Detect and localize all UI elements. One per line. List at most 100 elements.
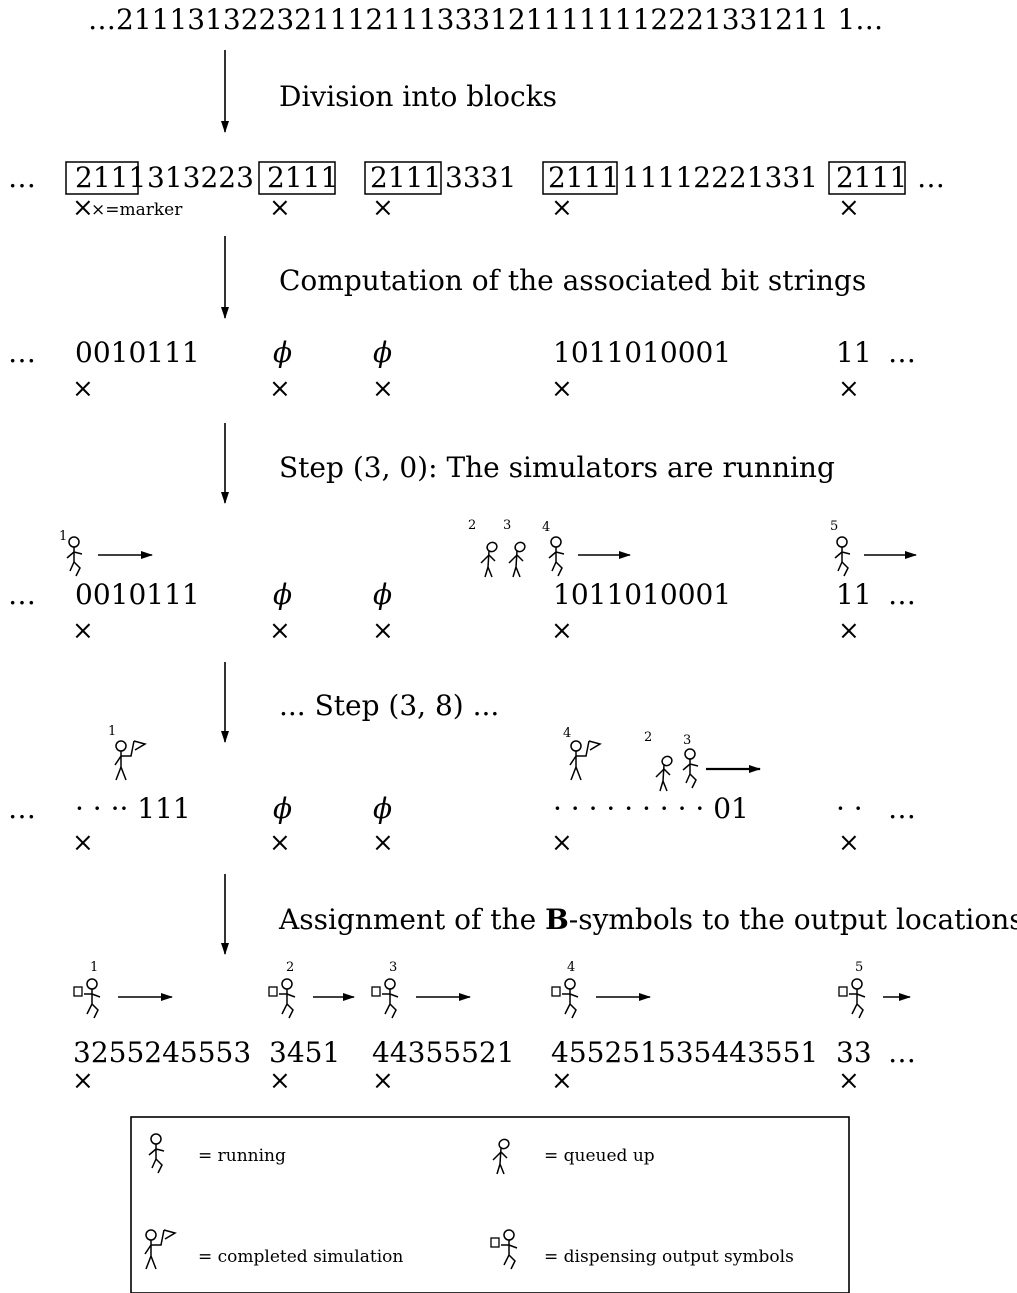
output-row: 1 2 3 4 5 3255245553 3451 44355521 45525… — [72, 960, 916, 1096]
bits-5: 11 — [836, 336, 872, 369]
marker-box-2 — [258, 161, 336, 195]
fig-num-5: 5 — [830, 519, 838, 534]
fig-num-1c: 1 — [90, 960, 98, 975]
bits-cross-3: × — [372, 374, 394, 404]
step30-cross-5: × — [838, 616, 860, 646]
cross-1: × — [72, 193, 94, 223]
marker-box-5 — [828, 161, 906, 195]
output-trailing-dots: … — [888, 1036, 916, 1069]
block-seg-4: 11112221331 — [622, 161, 818, 194]
legend-completed-label: = completed simulation — [198, 1247, 403, 1267]
legend: = running = queued up = completed simula… — [130, 1116, 850, 1293]
cross-3: × — [372, 193, 394, 223]
step38-bits-2: ϕ — [273, 792, 292, 825]
blocks-row: … 2111 313223 2111 2111 3331 2111 111122… — [8, 161, 945, 223]
marker-box-4 — [542, 161, 618, 195]
legend-box — [130, 1116, 850, 1293]
marker-2: 2111 — [267, 161, 338, 194]
legend-dispensing-label: = dispensing output symbols — [544, 1247, 794, 1267]
output-cross-1: × — [72, 1066, 94, 1096]
output-1: 3255245553 — [73, 1036, 251, 1069]
step38-bits-1: · · ·· 111 — [75, 792, 191, 825]
dispensing-figure-icon — [268, 978, 296, 1019]
output-cross-4: × — [551, 1066, 573, 1096]
cross-2: × — [269, 193, 291, 223]
marker-3: 2111 — [370, 161, 441, 194]
fig-num-2b: 2 — [644, 730, 652, 745]
legend-completed-icon — [144, 1229, 176, 1270]
step30-trailing-dots: … — [888, 578, 916, 611]
stage-step38-label: ... Step (3, 8) ... — [279, 689, 499, 722]
step38-cross-2: × — [269, 828, 291, 858]
step30-cross-2: × — [269, 616, 291, 646]
fig-num-4b: 4 — [563, 726, 571, 741]
bits-row: … 0010111 ϕ ϕ 1011010001 11 … × × × × × — [8, 336, 916, 404]
fig-num-2c: 2 — [286, 960, 294, 975]
output-3: 44355521 — [372, 1036, 515, 1069]
output-5: 33 — [836, 1036, 872, 1069]
bits-cross-1: × — [72, 374, 94, 404]
legend-queued-icon — [492, 1136, 512, 1175]
output-cross-3: × — [372, 1066, 394, 1096]
bits-4: 1011010001 — [553, 336, 731, 369]
step30-cross-3: × — [372, 616, 394, 646]
top-sequence: …211131322321112111333121111111222133121… — [88, 3, 883, 36]
step38-trailing-dots: … — [888, 792, 916, 825]
step30-cross-4: × — [551, 616, 573, 646]
queued-figure-icon — [655, 753, 675, 792]
legend-queued-label: = queued up — [544, 1146, 655, 1166]
cross-5: × — [838, 193, 860, 223]
running-figure-icon — [66, 536, 83, 577]
output-cross-2: × — [269, 1066, 291, 1096]
marker-box-1 — [65, 161, 139, 195]
stage-division-label: Division into blocks — [279, 80, 557, 113]
step38-cross-4: × — [551, 828, 573, 858]
step38-cross-1: × — [72, 828, 94, 858]
bits-1: 0010111 — [75, 336, 200, 369]
bits-cross-5: × — [838, 374, 860, 404]
fig-num-4: 4 — [542, 520, 550, 535]
marker-box-3 — [364, 161, 442, 195]
step38-bits-4: · · · · · · · · · 01 — [553, 792, 749, 825]
queued-figure-icon — [480, 539, 500, 578]
dispensing-figure-icon — [73, 978, 101, 1019]
step38-bits-3: ϕ — [373, 792, 392, 825]
bits-3: ϕ — [373, 336, 392, 369]
output-cross-5: × — [838, 1066, 860, 1096]
step30-bits-2: ϕ — [273, 578, 292, 611]
step38-bits-5: · · — [836, 792, 863, 825]
marker-5: 2111 — [836, 161, 907, 194]
queued-figure-icon — [508, 539, 528, 578]
step30-bits-1: 0010111 — [75, 578, 200, 611]
blocks-leading-dots: … — [8, 161, 36, 194]
step38-row: 1 4 2 3 … · · ·· 111 ϕ ϕ · · · · · · · ·… — [8, 724, 916, 858]
fig-num-1: 1 — [59, 529, 67, 544]
bits-cross-4: × — [551, 374, 573, 404]
marker-4: 2111 — [548, 161, 619, 194]
output-4: 455251535443551 — [551, 1036, 818, 1069]
dispensing-figure-icon — [551, 978, 579, 1019]
dispensing-figure-icon — [371, 978, 399, 1019]
bits-2: ϕ — [273, 336, 292, 369]
block-seg-1: 313223 — [147, 161, 254, 194]
stage-computation-label: Computation of the associated bit string… — [279, 264, 866, 297]
step30-bits-5: 11 — [836, 578, 872, 611]
step30-bits-3: ϕ — [373, 578, 392, 611]
assignment-bold: B — [545, 903, 569, 936]
step38-cross-5: × — [838, 828, 860, 858]
legend-dispensing-icon — [490, 1229, 518, 1270]
step38-cross-3: × — [372, 828, 394, 858]
output-2: 3451 — [269, 1036, 340, 1069]
fig-num-2: 2 — [468, 518, 476, 533]
step30-leading-dots: … — [8, 578, 36, 611]
fig-num-5c: 5 — [855, 960, 863, 975]
blocks-trailing-dots: … — [917, 161, 945, 194]
fig-num-3: 3 — [503, 518, 511, 533]
bits-cross-2: × — [269, 374, 291, 404]
assignment-post: -symbols to the output locations — [569, 903, 1017, 936]
marker-legend: ×=marker — [91, 200, 183, 220]
dispensing-figure-icon — [838, 978, 866, 1019]
stage-step30-label: Step (3, 0): The simulators are running — [279, 451, 835, 484]
block-seg-3: 3331 — [445, 161, 516, 194]
